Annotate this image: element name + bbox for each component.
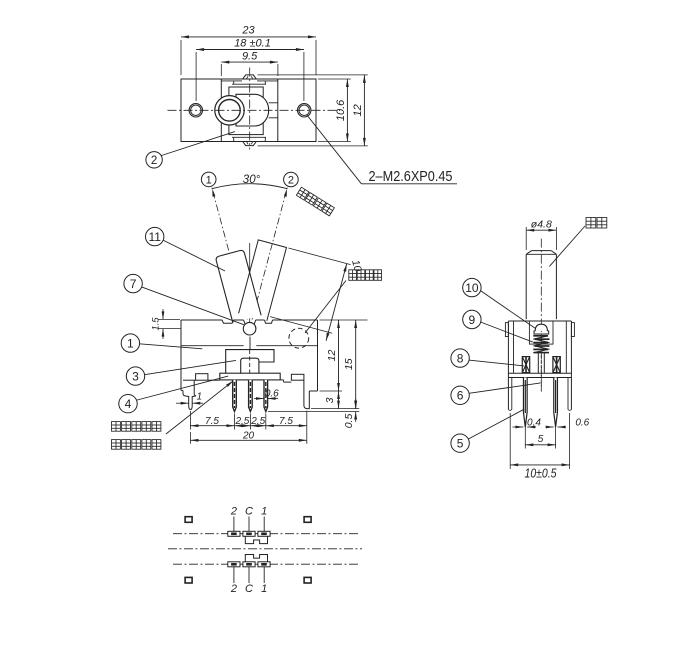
svg-text:15: 15 [343,358,355,370]
svg-text:12: 12 [352,104,364,116]
svg-text:C: C [245,506,253,518]
svg-text:1: 1 [127,336,134,350]
svg-text:2.5: 2.5 [250,416,265,427]
svg-text:1: 1 [261,583,267,595]
svg-text:2: 2 [151,155,157,167]
svg-text:1: 1 [261,506,267,518]
svg-text:9: 9 [469,313,476,327]
svg-text:ø4.8: ø4.8 [531,218,552,230]
svg-text:1: 1 [197,392,203,403]
svg-text:2: 2 [230,506,237,518]
svg-text:23: 23 [241,25,255,37]
svg-text:3: 3 [132,369,139,383]
svg-text:5: 5 [538,434,544,445]
svg-text:10: 10 [465,281,479,295]
svg-text:10.6: 10.6 [335,99,347,121]
svg-text:11: 11 [148,230,161,244]
svg-text:5: 5 [457,437,464,451]
svg-text:0.6: 0.6 [265,388,279,399]
svg-text:7.5: 7.5 [205,416,219,427]
svg-text:10±0.5: 10±0.5 [525,467,557,481]
svg-text:0.5: 0.5 [343,414,355,429]
svg-text:9.5: 9.5 [242,50,258,62]
svg-text:4: 4 [125,397,132,411]
svg-text:7.5: 7.5 [279,416,293,427]
svg-text:2.5: 2.5 [234,416,249,427]
svg-text:18 ±0.1: 18 ±0.1 [234,38,271,50]
svg-text:C: C [245,583,253,595]
svg-text:3: 3 [324,397,336,403]
svg-text:2–M2.6XP0.45: 2–M2.6XP0.45 [369,168,453,185]
svg-text:2: 2 [288,175,294,187]
svg-text:20: 20 [242,430,255,441]
svg-text:2: 2 [230,583,237,595]
svg-text:1: 1 [206,174,212,186]
svg-text:6: 6 [457,389,464,403]
svg-text:7: 7 [130,277,137,291]
svg-text:30°: 30° [243,174,261,186]
svg-text:0.4: 0.4 [527,417,541,428]
svg-text:0.6: 0.6 [575,418,589,429]
svg-text:12: 12 [326,350,338,362]
svg-text:1.5: 1.5 [151,317,162,331]
svg-text:8: 8 [457,351,464,365]
